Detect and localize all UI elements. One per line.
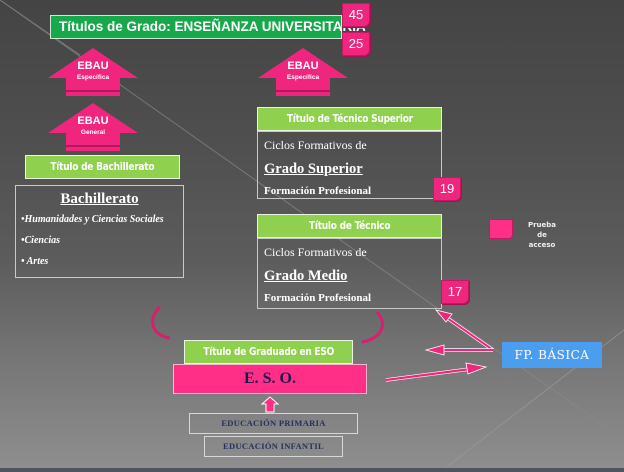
tecnico-superior-header: Título de Técnico Superior: [257, 107, 442, 131]
list-item: • Artes: [21, 256, 49, 267]
badge-age-19: 19: [433, 177, 461, 201]
arrow-to-tecnico-icon: [434, 309, 495, 352]
arrow-label-sub: Específica: [76, 74, 110, 81]
arrow-label-sub: General: [80, 129, 106, 136]
tecnico-superior-header-text: Título de Técnico Superior: [286, 112, 413, 125]
educacion-primaria-box: EDUCACIÓN PRIMARIA: [189, 413, 358, 434]
legend-swatch: [489, 219, 513, 239]
tecnico-header-text: Título de Técnico: [308, 219, 391, 232]
list-item: •Humanidades y Ciencias Sociales: [21, 214, 164, 225]
tecnico-box: Ciclos Formativos de Grado Medio Formaci…: [257, 238, 442, 309]
legend-label: Prueba de acceso: [522, 220, 562, 250]
ebau-general-arrow: EBAU General: [46, 101, 140, 156]
curve-left-icon: [151, 305, 171, 340]
graduado-eso-header: Título de Graduado en ESO: [184, 340, 353, 364]
formacion-profesional-text: Formación Profesional: [264, 292, 372, 304]
university-degree-title: Títulos de Grado: ENSEÑANZA UNIVERSITARI…: [50, 15, 366, 39]
ebau-especifica-arrow-left: EBAU Específica: [46, 46, 140, 101]
up-arrow-icon: [48, 103, 138, 151]
tecnico-header: Título de Técnico: [257, 214, 442, 238]
ciclos-formativos-text: Ciclos Formativos de: [264, 245, 367, 259]
up-arrow-icon: [48, 48, 138, 96]
grado-medio-text: Grado Medio: [264, 268, 348, 284]
badge-age-45: 45: [342, 3, 370, 27]
badge-age-17: 17: [441, 280, 469, 304]
arrow-from-eso-icon: [385, 362, 488, 382]
arrow-left-icon: [424, 344, 493, 356]
arrow-label-main: EBAU: [287, 60, 319, 72]
educacion-infantil-box: EDUCACIÓN INFANTIL: [204, 436, 343, 457]
fp-basica-box: FP. BÁSICA: [502, 342, 602, 368]
grado-superior-text: Grado Superior: [264, 161, 363, 177]
bachillerato-header-text: Título de Bachillerato: [50, 160, 155, 173]
badge-age-25: 25: [342, 32, 370, 56]
ebau-especifica-arrow-right: EBAU Específica: [256, 46, 350, 101]
legend-label-line2: acceso: [528, 241, 556, 249]
legend-label-line1: Prueba de: [527, 221, 557, 239]
arrow-label-main: EBAU: [77, 115, 109, 127]
tecnico-superior-box: Ciclos Formativos de Grado Superior Form…: [257, 131, 442, 199]
eso-box: E. S. O.: [173, 364, 367, 394]
up-arrow-primaria-icon: [260, 396, 280, 413]
graduado-eso-header-text: Título de Graduado en ESO: [203, 345, 334, 358]
curve-right-icon: [361, 310, 384, 344]
list-item: •Ciencias: [21, 235, 61, 246]
bachillerato-title-header: Título de Bachillerato: [25, 155, 180, 179]
formacion-profesional-text: Formación Profesional: [264, 185, 372, 197]
arrow-label-main: EBAU: [77, 60, 109, 72]
bachillerato-title: Bachillerato: [60, 191, 139, 207]
ciclos-formativos-text: Ciclos Formativos de: [264, 138, 367, 152]
up-arrow-icon: [258, 48, 348, 96]
arrow-label-sub: Específica: [286, 74, 320, 81]
bachillerato-box: Bachillerato •Humanidades y Ciencias Soc…: [15, 185, 184, 278]
